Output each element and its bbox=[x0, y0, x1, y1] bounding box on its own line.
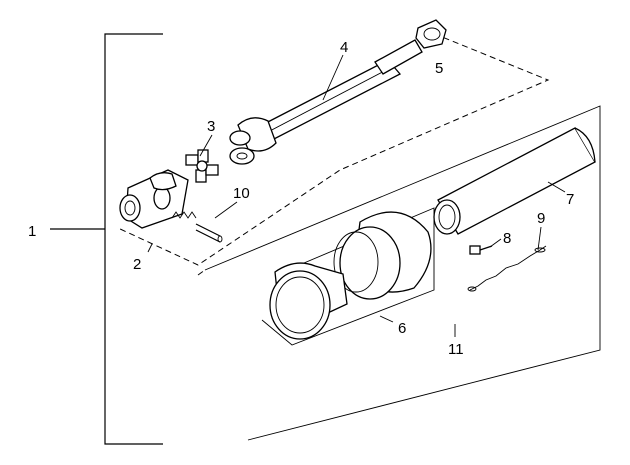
callout-5: 5 bbox=[435, 60, 443, 77]
callout-9: 9 bbox=[537, 210, 545, 227]
callout-10: 10 bbox=[233, 185, 250, 202]
shaft-group-outline bbox=[117, 29, 550, 266]
cross-journal-part bbox=[185, 149, 219, 183]
callout-8: 8 bbox=[503, 230, 511, 247]
bolt-part bbox=[469, 245, 493, 255]
callout-1: 1 bbox=[28, 223, 36, 240]
end-cap-part bbox=[415, 19, 447, 49]
assembly-bracket bbox=[50, 33, 163, 445]
drive-shaft-part bbox=[229, 39, 423, 165]
callout-11: 11 bbox=[448, 341, 464, 358]
yoke-part bbox=[119, 169, 189, 229]
outer-tube-part bbox=[433, 127, 596, 235]
callout-4: 4 bbox=[340, 39, 348, 56]
callout-7: 7 bbox=[566, 191, 574, 208]
leader-lines bbox=[147, 54, 566, 337]
spring-pin-part bbox=[171, 211, 223, 243]
shield-group-outline bbox=[197, 105, 601, 441]
cone-shield-part bbox=[269, 211, 432, 340]
chain-part bbox=[467, 245, 547, 292]
callout-2: 2 bbox=[133, 256, 141, 273]
callout-6: 6 bbox=[398, 320, 406, 337]
callout-3: 3 bbox=[207, 118, 215, 135]
